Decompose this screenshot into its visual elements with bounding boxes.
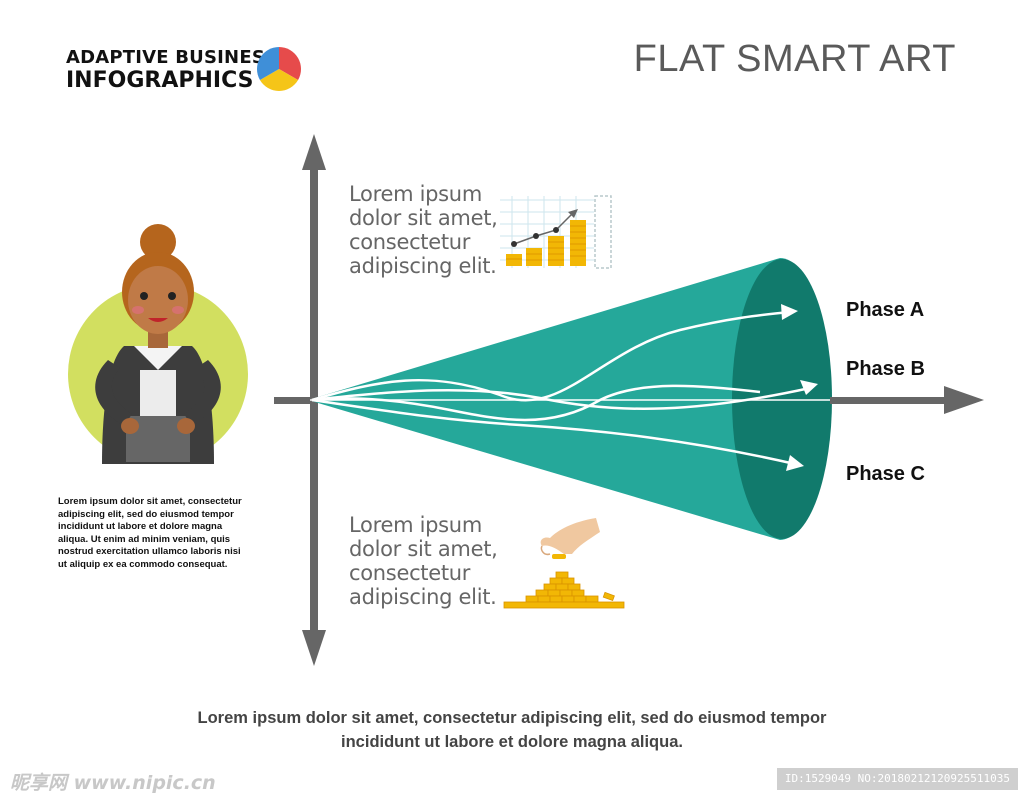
coins-hand-icon [503, 518, 625, 609]
callout-line: dolor sit amet, [349, 537, 498, 561]
footer-line: incididunt ut labore et dolore magna ali… [341, 733, 683, 751]
callout-line: consectetur [349, 230, 471, 254]
cone-end [732, 259, 832, 539]
callout-line: adipiscing elit. [349, 585, 497, 609]
cone-body [308, 258, 829, 540]
brand-title: ADAPTIVE BUSINESS INFOGRAPHICS [66, 46, 277, 92]
side-line: aliqua. Ut enim ad minim veniam, quis [58, 533, 231, 545]
flow-arrowheads [781, 304, 818, 471]
watermark-left: 昵享网 www.nipic.cn [10, 772, 216, 794]
watermark-id: ID:1529049 NO:20180212120925511035 [776, 768, 1018, 790]
woman-avatar-icon [68, 224, 248, 464]
page-title: FLAT SMART ART [633, 38, 956, 80]
side-line: Lorem ipsum dolor sit amet, consectetur [58, 496, 242, 507]
callout-bottom: Lorem ipsum dolor sit amet, consectetur … [349, 513, 498, 609]
side-line: nostrud exercitation ullamco laboris nis… [58, 546, 241, 558]
side-line: adipiscing elit, sed do eiusmod tempor [58, 508, 234, 520]
phase-c-label: Phase C [846, 463, 925, 485]
horizontal-axis [274, 386, 984, 414]
callout-line: Lorem ipsum [349, 182, 482, 206]
footer-caption: Lorem ipsum dolor sit amet, consectetur … [0, 706, 1024, 754]
side-line: ut aliquip ex ea commodo consequat. [58, 558, 228, 570]
callout-line: Lorem ipsum [349, 513, 482, 537]
footer-line: Lorem ipsum dolor sit amet, consectetur … [197, 709, 827, 727]
pie-logo-icon [257, 47, 301, 91]
side-paragraph: Lorem ipsum dolor sit amet, consectetur … [58, 496, 268, 572]
callout-line: adipiscing elit. [349, 254, 497, 278]
phase-a-label: Phase A [846, 299, 925, 321]
bar-chart-icon [500, 195, 612, 269]
brand-line-2: INFOGRAPHICS [66, 68, 254, 93]
callout-line: dolor sit amet, [349, 206, 498, 230]
callout-line: consectetur [349, 561, 471, 585]
phase-b-label: Phase B [846, 358, 925, 380]
side-line: incididunt ut labore et dolore magna [58, 521, 223, 533]
brand-line-1: ADAPTIVE BUSINESS [66, 47, 278, 68]
callout-top: Lorem ipsum dolor sit amet, consectetur … [349, 182, 498, 278]
flow-lines [311, 310, 811, 466]
